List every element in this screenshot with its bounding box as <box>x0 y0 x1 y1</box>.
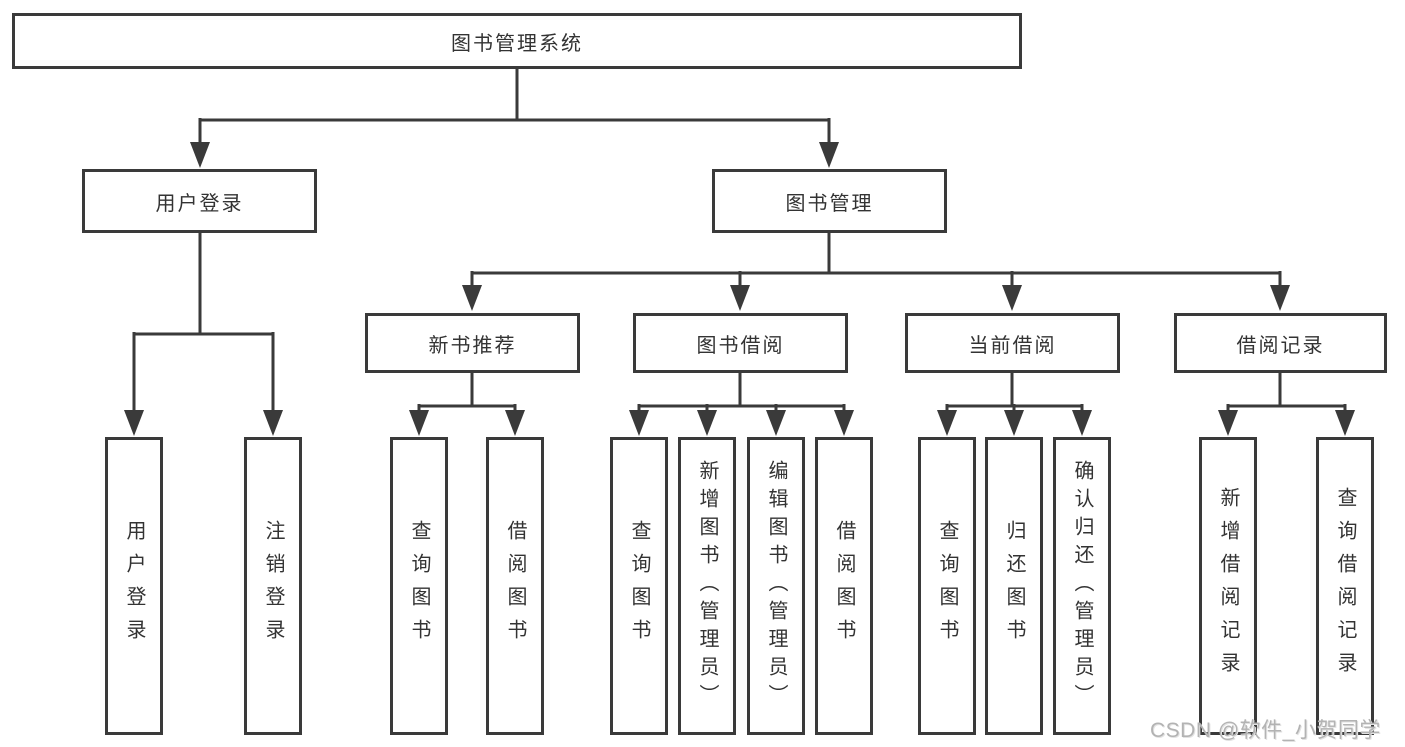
node-label: 借阅记录 <box>1236 334 1325 357</box>
node-label: 当前借阅 <box>968 334 1057 357</box>
leaf-logout: 注销登录 <box>244 437 302 735</box>
node-book-borrow: 图书借阅 <box>633 313 848 373</box>
node-current-borrow: 当前借阅 <box>905 313 1120 373</box>
leaf-label: 查询借阅记录 <box>1334 487 1356 685</box>
leaf-add-borrow-record: 新增借阅记录 <box>1199 437 1257 735</box>
leaf-label: 用户登录 <box>123 520 145 652</box>
leaf-query-books-recommend: 查询图书 <box>390 437 448 735</box>
leaf-label: 查询图书 <box>408 520 430 652</box>
leaf-confirm-return-admin: 确认归还（管理员） <box>1053 437 1111 735</box>
node-label: 图书管理 <box>785 192 874 215</box>
arrowhead-icons <box>124 142 1355 436</box>
leaf-label: 注销登录 <box>262 520 284 652</box>
leaf-label: 借阅图书 <box>833 520 855 652</box>
leaf-borrow-books-recommend: 借阅图书 <box>486 437 544 735</box>
leaf-query-books-borrow: 查询图书 <box>610 437 668 735</box>
leaf-label: 归还图书 <box>1003 520 1025 652</box>
leaf-label: 新增图书（管理员） <box>696 460 718 712</box>
leaf-label: 查询图书 <box>628 520 650 652</box>
leaf-query-books-current: 查询图书 <box>918 437 976 735</box>
leaf-label: 查询图书 <box>936 520 958 652</box>
node-new-book-recommend: 新书推荐 <box>365 313 580 373</box>
leaf-add-books-admin: 新增图书（管理员） <box>678 437 736 735</box>
node-label: 新书推荐 <box>428 334 517 357</box>
watermark: CSDN @软件_小贺同学 <box>1150 719 1381 742</box>
node-borrow-records: 借阅记录 <box>1174 313 1387 373</box>
leaf-return-books: 归还图书 <box>985 437 1043 735</box>
node-library-system: 图书管理系统 <box>12 13 1022 69</box>
leaf-user-login: 用户登录 <box>105 437 163 735</box>
node-user-login: 用户登录 <box>82 169 317 233</box>
node-label: 图书管理系统 <box>451 32 583 55</box>
leaf-label: 新增借阅记录 <box>1217 487 1239 685</box>
leaf-label: 编辑图书（管理员） <box>765 460 787 712</box>
leaf-label: 确认归还（管理员） <box>1071 460 1093 712</box>
leaf-query-borrow-record: 查询借阅记录 <box>1316 437 1374 735</box>
leaf-label: 借阅图书 <box>504 520 526 652</box>
leaf-borrow-books: 借阅图书 <box>815 437 873 735</box>
leaf-edit-books-admin: 编辑图书（管理员） <box>747 437 805 735</box>
node-label: 图书借阅 <box>696 334 785 357</box>
node-label: 用户登录 <box>155 192 244 215</box>
node-book-management: 图书管理 <box>712 169 947 233</box>
